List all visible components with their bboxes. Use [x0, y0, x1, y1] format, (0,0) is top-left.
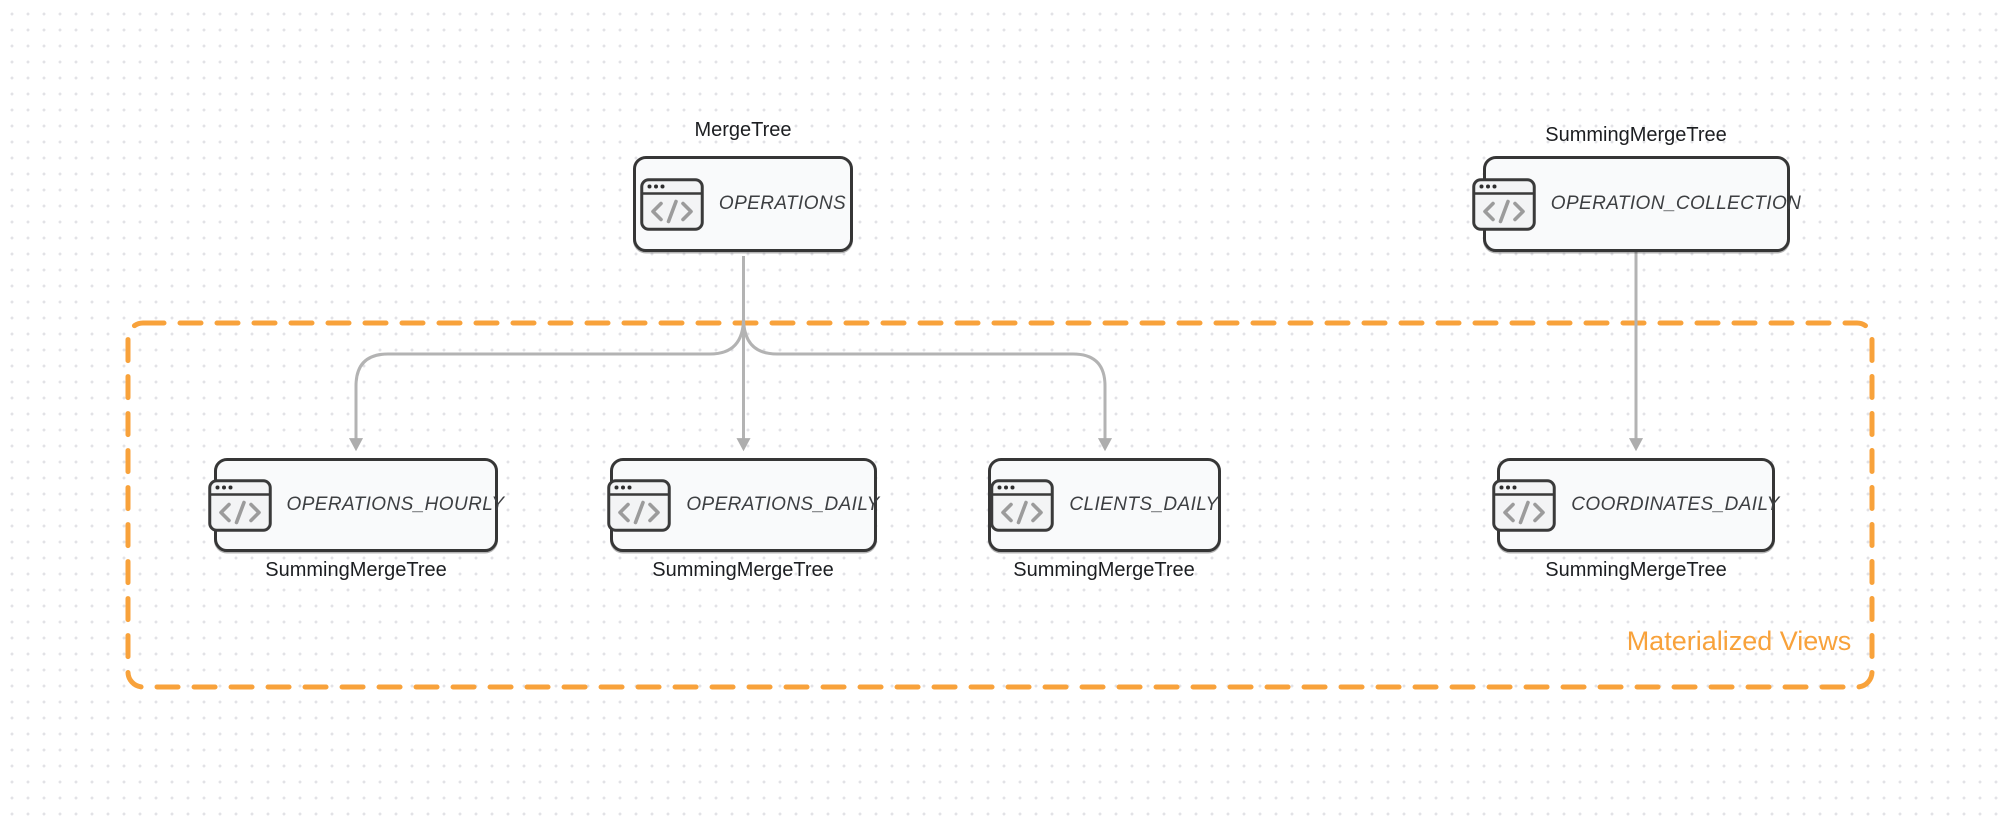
edge-operations-to-operations-hourly — [348, 317, 745, 452]
node-operations-hourly[interactable]: OPERATIONS_HOURLY — [207, 458, 504, 552]
node-label: CLIENTS_DAILY — [1069, 494, 1219, 515]
node-operations-daily[interactable]: OPERATIONS_DAILY — [607, 458, 880, 552]
node-operations[interactable]: OPERATIONS — [633, 156, 853, 252]
code-window-icon — [607, 478, 672, 532]
engine-label-operation-collection: SummingMergeTree — [1545, 124, 1727, 146]
code-window-icon — [207, 478, 272, 532]
engine-label-operations: MergeTree — [694, 119, 792, 141]
node-label: COORDINATES_DAILY — [1571, 494, 1780, 515]
code-window-icon — [990, 478, 1055, 532]
node-clients-daily[interactable]: CLIENTS_DAILY — [988, 458, 1221, 552]
code-window-icon — [1492, 478, 1557, 532]
node-coordinates-daily[interactable]: COORDINATES_DAILY — [1492, 458, 1779, 552]
edge-operations-to-clients-daily — [742, 317, 1113, 452]
materialized-views-group-label: Materialized Views — [1626, 626, 1852, 656]
code-window-icon — [640, 177, 704, 231]
node-label: OPERATIONS_HOURLY — [286, 494, 505, 515]
engine-label-operations-hourly: SummingMergeTree — [265, 559, 447, 581]
materialized-views-group-border — [125, 320, 1875, 690]
engine-label-clients-daily: SummingMergeTree — [1013, 559, 1195, 581]
code-window-icon — [1472, 177, 1536, 231]
node-label: OPERATIONS_DAILY — [686, 494, 880, 515]
node-operation-collection[interactable]: OPERATION_COLLECTION — [1472, 156, 1801, 252]
engine-label-operations-daily: SummingMergeTree — [652, 559, 834, 581]
node-label: OPERATION_COLLECTION — [1550, 193, 1802, 214]
node-label: OPERATIONS — [718, 193, 847, 214]
engine-label-coordinates-daily: SummingMergeTree — [1545, 559, 1727, 581]
